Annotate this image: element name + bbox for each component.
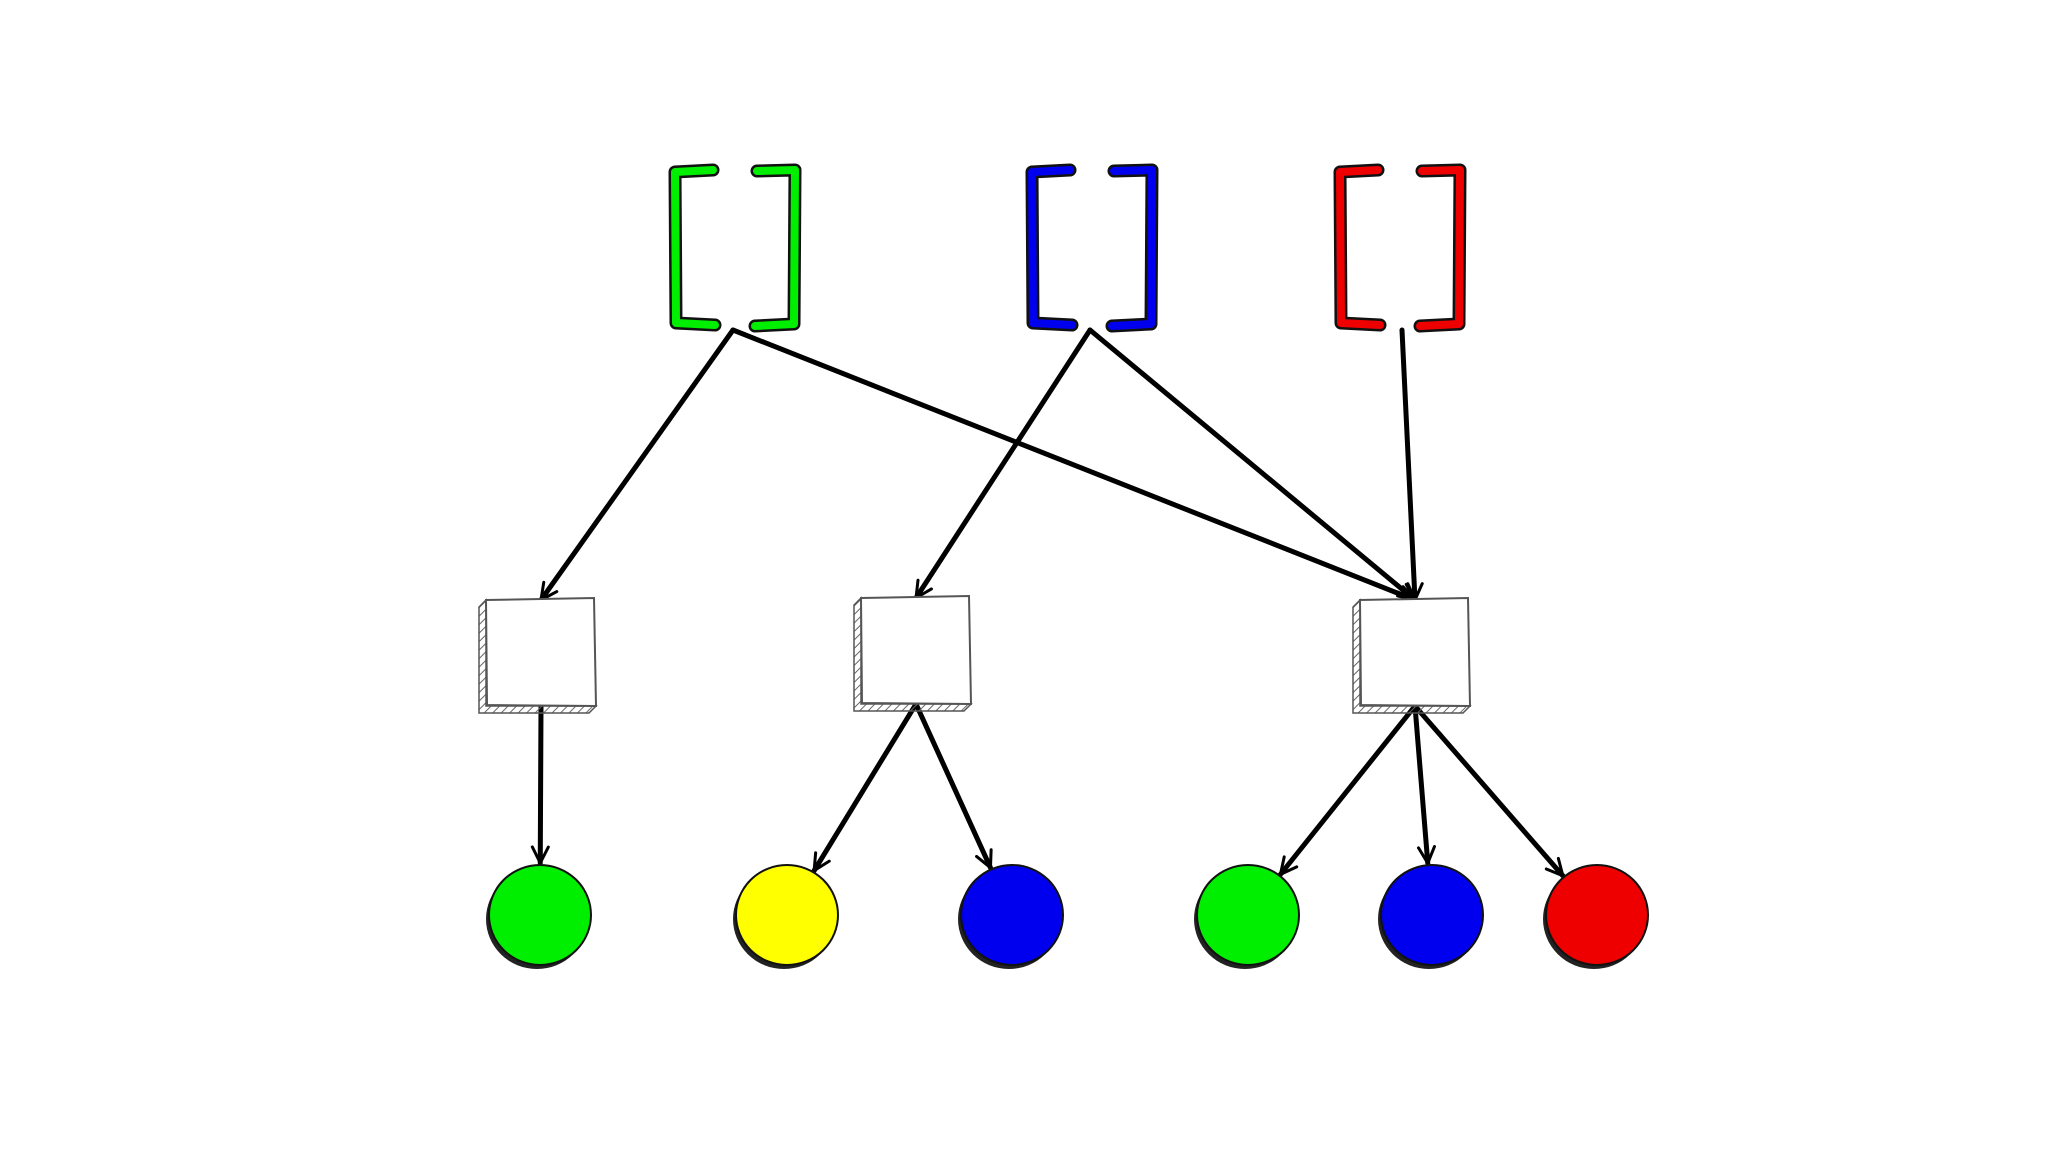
edge-box-3-to-circle-green-2: [1277, 703, 1418, 877]
bracket-red: [1333, 163, 1467, 333]
edges-layer: [530, 327, 1566, 879]
nodes-layer: [478, 163, 1649, 969]
bracket-blue: [1025, 163, 1159, 333]
edge-bracket-blue-to-box-3: [1087, 327, 1418, 603]
box-1: [478, 596, 598, 714]
edge-box-2-to-circle-yellow: [811, 701, 919, 874]
circle-blue-1: [958, 864, 1064, 969]
edge-box-1-to-circle-green-1: [530, 703, 550, 866]
box-2: [853, 594, 973, 712]
edge-bracket-red-to-box-3: [1399, 327, 1424, 603]
circle-blue-2: [1378, 864, 1484, 969]
circle-green-2: [1194, 864, 1300, 969]
edge-box-3-to-circle-blue-2: [1412, 703, 1436, 866]
circle-red: [1543, 864, 1649, 969]
bracket-green: [668, 163, 802, 333]
box-3: [1352, 596, 1472, 714]
circle-yellow: [733, 864, 839, 969]
edge-box-2-to-circle-blue-1: [913, 701, 993, 871]
edge-bracket-green-to-box-1: [538, 327, 736, 603]
edge-bracket-blue-to-box-2: [913, 327, 1093, 601]
circle-green-1: [486, 864, 592, 969]
edge-bracket-green-to-box-3: [730, 327, 1418, 604]
edge-box-3-to-circle-red: [1412, 703, 1566, 879]
